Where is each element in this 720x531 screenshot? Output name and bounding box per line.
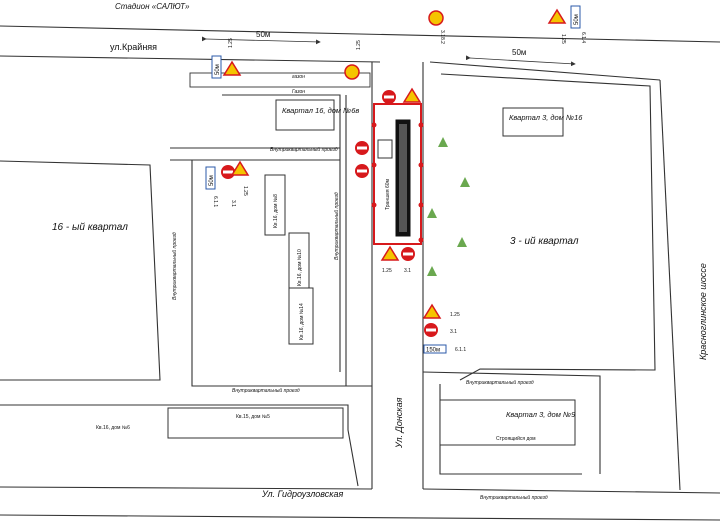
sign-code-12: 6.1.4: [580, 32, 586, 43]
sign-no-entry-6: [221, 165, 235, 179]
building-kv15-dom5: [167, 407, 344, 439]
label-kv16-dom6v-1: Квартал 16, дом №6в: [282, 106, 359, 115]
plate-50m-right-text: 50м: [574, 14, 580, 25]
sign-roadwork-1: [402, 87, 422, 103]
sign-code-2: 3.1: [404, 268, 411, 274]
kv16-title: 16 - ый квартал: [52, 222, 128, 233]
road-kraynyaya-edge: [0, 55, 381, 63]
building-kv16-dom8: [264, 174, 286, 236]
gazon-strip: [189, 72, 371, 88]
passage-label-v1: Внутриквартальный проезд: [333, 192, 340, 260]
shosse-edge: [659, 79, 681, 491]
label-kv15-dom5: Кв.15, дом №5: [236, 414, 270, 420]
gidro-bottom-edge: [0, 514, 720, 521]
sign-code-1: 1.25: [382, 268, 392, 274]
road-top-edge: [0, 25, 720, 43]
sign-code-11: 3.18.2: [439, 30, 445, 44]
sign-code-10: 1.25: [356, 40, 362, 50]
label-kv16-dom10: Кв.16, дом №10: [297, 249, 303, 286]
sign-no-entry-1: [382, 90, 396, 104]
plate-50m-left-text: 50м: [209, 175, 215, 186]
distance-left: 50м: [256, 30, 270, 39]
kv3-title: 3 - ий квартал: [510, 236, 579, 247]
building-kv16-dom14: [288, 287, 314, 345]
sign-no-entry-4: [401, 247, 415, 261]
distance-arrow-right: [465, 55, 576, 67]
sign-no-entry-5: [424, 323, 438, 337]
building-kv3-dom9: [439, 399, 576, 446]
label-kv3-dom9: Квартал 3, дом №9: [506, 410, 576, 419]
plate-50m-top: [211, 55, 222, 79]
stadium-label: Стадион «САЛЮТ»: [115, 2, 190, 11]
sign-roadwork-2: [380, 245, 400, 261]
sign-code-9: 1.25: [228, 38, 234, 48]
gidro-top-edge-right: [422, 488, 720, 494]
gazon-label: газон: [292, 74, 305, 80]
label-kv16-dom6: Кв.16, дом №6: [96, 425, 130, 431]
inner-passage-v1: [222, 94, 341, 372]
sign-detour-2: [428, 10, 444, 26]
trench-inner: [399, 124, 407, 232]
kv3-outer-boundary: [440, 73, 656, 381]
road-right-edge: [429, 61, 661, 81]
sign-code-4: 3.1: [450, 329, 457, 335]
plate-50m-left: [205, 166, 216, 190]
sign-detour-1: [344, 64, 360, 80]
plate-50m-right: [570, 5, 581, 29]
sign-roadwork-6: [547, 8, 567, 24]
gidro-top-edge: [0, 486, 373, 490]
gazon-label-2: Газон: [292, 89, 305, 95]
kv16-left-boundary: [0, 160, 161, 381]
street-kraynyaya: ул.Крайняя: [110, 42, 157, 52]
plate-150m: [423, 344, 447, 354]
fence-posts: [371, 122, 424, 243]
sign-code-6: 3.1: [230, 200, 236, 207]
street-gidroizol: Ул. Гидроузловская: [261, 489, 344, 499]
street-krasnoglinskoe: Красноглинское шоссе: [698, 263, 708, 360]
sign-code-3: 1.25: [450, 312, 460, 318]
plate-150m-text: 150м: [426, 348, 440, 354]
kv16-lower-road: [0, 404, 359, 487]
kv3-lower-boundary: [422, 371, 601, 474]
street-donskaya: Ул. Донская: [394, 397, 404, 449]
sign-code-8: 6.1.1: [212, 196, 218, 207]
sign-roadwork-4: [230, 160, 250, 176]
label-kv16-dom8: Кв.16, дом №8: [273, 194, 279, 228]
plate-50m-top-text: 50м: [215, 64, 221, 75]
distance-right: 50м: [512, 48, 526, 57]
sign-roadwork-3: [422, 303, 442, 319]
building-kv3-dom16: [502, 107, 564, 137]
sign-code-5: 6.1.1: [455, 347, 466, 353]
label-construction: Строящийся дом: [496, 435, 536, 442]
passage-label-5: Внутриквартальный проезд: [171, 232, 178, 300]
distance-arrow-left: [201, 36, 321, 45]
label-kv16-dom14: Кв.16, дом №14: [299, 303, 305, 340]
kv16-inner-block: [191, 160, 372, 387]
passage-label-4: Внутриквартальный проезд: [480, 494, 548, 501]
work-zone: [373, 103, 422, 245]
label-kv3-dom16: Квартал 3, дом №16: [509, 113, 583, 122]
passage-label-1: Внутриквартальный проезд: [270, 146, 338, 153]
sign-no-entry-3: [355, 164, 369, 178]
sign-roadwork-5: [222, 60, 242, 76]
trees: [427, 137, 470, 276]
sign-code-13: 1.25: [560, 34, 566, 44]
sign-no-entry-2: [355, 141, 369, 155]
passage-label-3: Внутриквартальный проезд: [466, 379, 534, 386]
pipe-label: Траншея 60м: [385, 178, 391, 210]
work-vehicle: [377, 139, 393, 159]
sign-code-7: 1.25: [242, 186, 248, 196]
building-kv16-dom6v: [275, 99, 335, 131]
passage-label-2: Внутриквартальный проезд: [232, 387, 300, 394]
